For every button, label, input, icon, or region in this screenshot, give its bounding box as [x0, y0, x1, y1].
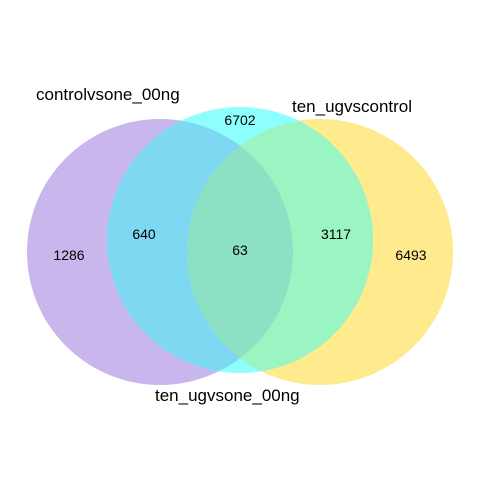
region-count-a-b: 640 [132, 226, 156, 242]
region-count-c-only: 6493 [395, 247, 426, 263]
overlap-region-a-b-c [187, 119, 293, 373]
set-label-ten-ugvsone-00ng: ten_ugvsone_00ng [155, 386, 300, 405]
set-label-controlvsone-00ng: controlvsone_00ng [36, 85, 180, 104]
set-label-ten-ugvscontrol: ten_ugvscontrol [292, 97, 412, 116]
overlap-abc-inner [187, 119, 293, 373]
region-count-a-b-c: 63 [232, 242, 248, 258]
region-count-a-only: 1286 [53, 247, 84, 263]
overlap-abc-outer [187, 119, 293, 373]
region-count-b-only: 6702 [224, 112, 255, 128]
region-count-b-c: 3117 [321, 226, 351, 242]
